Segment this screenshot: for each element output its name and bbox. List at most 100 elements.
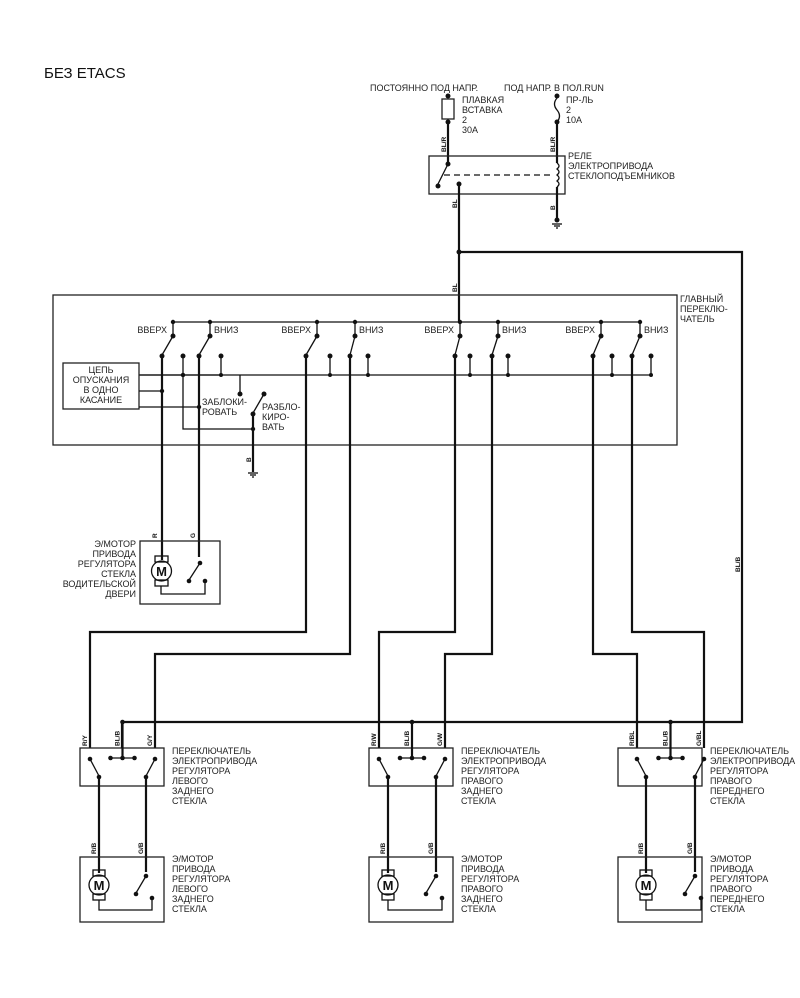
switch-label: ЛЕВОГО [172,776,208,786]
svg-text:Э/МОТОР: Э/МОТОР [94,539,136,549]
up-label: ВВЕРХ [137,325,167,335]
motor-label: СТЕКЛА [172,904,207,914]
wire-code: G/B [138,842,145,854]
switch-label: РЕГУЛЯТОРА [172,766,230,776]
svg-text:M: M [383,878,394,893]
motor-label: Э/МОТОР [710,854,752,864]
wire-code: G/B [687,842,694,854]
wire-code: R/BL [629,731,636,746]
motor-label: ПРИВОДА [461,864,505,874]
svg-text:ПЕРЕКЛЮ-: ПЕРЕКЛЮ- [680,304,728,314]
svg-text:G: G [190,533,197,538]
svg-text:СТЕКЛА: СТЕКЛА [101,569,136,579]
wire-code: R/B [638,843,645,855]
switch-label: ПЕРЕДНЕГО [710,786,764,796]
svg-text:ЧАТЕЛЬ: ЧАТЕЛЬ [680,314,715,324]
run-power-label: ПОД НАПР. В ПОЛ.RUN [504,83,604,93]
switch-contact-up [590,319,604,359]
svg-text:BL/R: BL/R [550,137,557,152]
switch-label: СТЕКЛА [461,796,496,806]
constant-power-label: ПОСТОЯННО ПОД НАПР. [370,83,478,93]
motor-label: ПРИВОДА [710,864,754,874]
main-switch-label: ГЛАВНЫЙ [680,293,723,304]
motor-label: РЕГУЛЯТОРА [461,874,519,884]
power-window-relay: B РЕЛЕ ЭЛЕКТРОПРИВОДА СТЕКЛОПОДЪЕМНИКОВ [428,151,675,229]
svg-text:BL: BL [452,283,459,292]
svg-text:РЕГУЛЯТОРА: РЕГУЛЯТОРА [78,559,136,569]
motor-label: СТЕКЛА [461,904,496,914]
svg-text:РАЗБЛО-: РАЗБЛО- [262,402,301,412]
motor-icon: M [635,874,657,896]
wire-code: G/BL [696,730,703,746]
switch-contact-down [196,319,213,359]
up-label: ВВЕРХ [565,325,595,335]
down-label: ВНИЗ [359,325,383,335]
switch-label: ЭЛЕКТРОПРИВОДА [172,756,257,766]
motor-label: Э/МОТОР [172,854,214,864]
switch-label: ПЕРЕКЛЮЧАТЕЛЬ [710,746,789,756]
wire-code: R/Y [82,735,89,747]
svg-text:M: M [94,878,105,893]
switch-label: ПРАВОГО [461,776,503,786]
svg-text:10A: 10A [566,115,582,125]
fusible-link: ПЛАВКАЯ ВСТАВКА 2 30A BL/R [441,93,504,163]
wire-code: BL/B [404,731,411,746]
switch-label: ЗАДНЕГО [461,786,503,796]
motor-label: РЕГУЛЯТОРА [710,874,768,884]
motor-label: ЛЕВОГО [172,884,208,894]
wire-code: R/B [380,843,387,855]
down-label: ВНИЗ [214,325,238,335]
switch-label: ЗАДНЕГО [172,786,214,796]
window-motor-right-front: M R/B G/B Э/МОТОРПРИВОДАРЕГУЛЯТОРАПРАВОГОПЕ… [617,842,768,923]
svg-text:BL/B: BL/B [735,557,742,572]
motor-label: Э/МОТОР [461,854,503,864]
motor-icon: M [88,874,110,896]
switch-label: РЕГУЛЯТОРА [710,766,768,776]
main-switch-box [52,294,678,446]
motor-label: ПРАВОГО [461,884,503,894]
switch-label: СТЕКЛА [172,796,207,806]
switch-label: ПЕРЕКЛЮЧАТЕЛЬ [461,746,540,756]
svg-text:BL: BL [452,199,459,208]
motor-label: ЗАДНЕГО [461,894,503,904]
main-switch-window-4: ВВЕРХ ВНИЗ [565,319,668,377]
svg-text:ВАТЬ: ВАТЬ [262,422,285,432]
svg-text:ЦЕПЬ: ЦЕПЬ [88,365,113,375]
svg-text:ОПУСКАНИЯ: ОПУСКАНИЯ [73,375,129,385]
motor-label: ПЕРЕДНЕГО [710,894,764,904]
svg-text:КАСАНИЕ: КАСАНИЕ [80,395,122,405]
motor-label: ПРАВОГО [710,884,752,894]
wire-code: G/Y [147,734,154,746]
switch-label: РЕГУЛЯТОРА [461,766,519,776]
svg-text:2: 2 [462,115,467,125]
svg-text:РОВАТЬ: РОВАТЬ [202,407,237,417]
motor-icon: M [150,555,173,587]
switch-contact-up [303,319,320,359]
svg-text:В ОДНО: В ОДНО [84,385,119,395]
svg-text:ВОДИТЕЛЬСКОЙ: ВОДИТЕЛЬСКОЙ [63,578,136,589]
up-label: ВВЕРХ [281,325,311,335]
switch-label: ПРАВОГО [710,776,752,786]
up-label: ВВЕРХ [424,325,454,335]
wire-code: BL/B [663,731,670,746]
wire-code: G/B [428,842,435,854]
ground-icon [552,217,562,229]
svg-text:R: R [152,533,159,538]
svg-text:2: 2 [566,105,571,115]
ground-icon [248,472,258,478]
svg-text:РЕЛЕ: РЕЛЕ [568,151,592,161]
svg-text:ЭЛЕКТРОПРИВОДА: ЭЛЕКТРОПРИВОДА [568,161,653,171]
svg-text:M: M [641,878,652,893]
wire-code: R/W [371,733,378,747]
lock-switch: B ЗАБЛОКИ- РОВАТЬ РАЗБЛО- КИРО- ВАТЬ [180,372,301,478]
svg-text:СТЕКЛОПОДЪЕМНИКОВ: СТЕКЛОПОДЪЕМНИКОВ [568,171,675,181]
svg-text:B: B [246,457,253,462]
main-switch-window-2: ВВЕРХ ВНИЗ [281,319,383,377]
down-label: ВНИЗ [644,325,668,335]
svg-text:ДВЕРИ: ДВЕРИ [105,589,136,599]
switch-contact-up [159,319,176,359]
